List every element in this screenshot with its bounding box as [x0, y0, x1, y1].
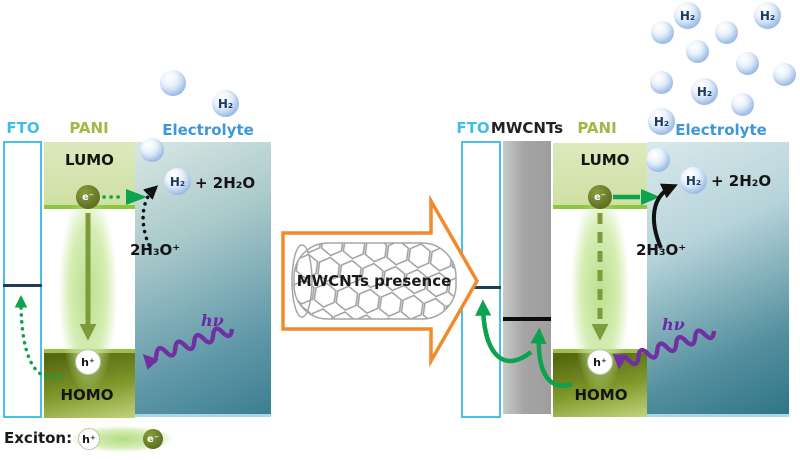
- right-mwcnts-label: MWCNTs: [490, 119, 564, 137]
- left-photon-label: hν: [201, 311, 224, 330]
- h2-bubble: H₂: [212, 90, 239, 117]
- h2-symbol: H₂: [653, 114, 670, 129]
- h2-symbol: H₂: [169, 174, 186, 189]
- bubble: [646, 148, 670, 172]
- h2-symbol: H₂: [696, 84, 713, 99]
- left-fto-electrode: [3, 141, 42, 418]
- right-reactant-text: 2H₃O⁺: [636, 241, 687, 259]
- left-h2-product-bubble: H₂: [164, 168, 191, 195]
- left-hole-particle: h⁺: [75, 349, 101, 375]
- right-fto-electrode: [461, 141, 501, 418]
- right-electrolyte-label: Electrolyte: [675, 121, 767, 139]
- left-lumo-label: LUMO: [65, 151, 114, 169]
- legend-electron-symbol: e⁻: [146, 433, 160, 445]
- right-hole-particle: h⁺: [587, 349, 613, 375]
- right-fto-energy-level: [461, 286, 501, 289]
- left-pani-label: PANI: [69, 119, 109, 137]
- left-homo-label: HOMO: [60, 386, 114, 404]
- bubble: [650, 71, 673, 94]
- right-hole-symbol: h⁺: [593, 355, 607, 369]
- left-electron-particle: e⁻: [76, 185, 100, 209]
- bubble: [731, 93, 754, 116]
- h2-bubble: H₂: [754, 2, 781, 29]
- legend-hole-symbol: h⁺: [82, 432, 96, 446]
- bubble: [160, 70, 186, 96]
- h2-bubble: H₂: [691, 78, 718, 105]
- h2-symbol: H₂: [685, 173, 702, 188]
- h2-bubble: H₂: [648, 108, 675, 135]
- right-lumo-label: LUMO: [580, 151, 630, 169]
- legend-title: Exciton:: [4, 429, 73, 447]
- left-product-text: + 2H₂O: [195, 174, 256, 192]
- transition-arrow-label: MWCNTs presence: [296, 272, 452, 290]
- left-electrolyte-label: Electrolyte: [162, 121, 254, 139]
- left-fto-label: FTO: [6, 119, 40, 137]
- right-mwcnt-energy-level: [503, 317, 551, 321]
- bubble: [715, 21, 738, 44]
- right-h2-product-bubble: H₂: [680, 167, 707, 194]
- h2-symbol: H₂: [217, 96, 234, 111]
- legend-hole-particle: h⁺: [78, 428, 100, 450]
- h2-symbol: H₂: [759, 8, 776, 23]
- right-pani-label: PANI: [577, 119, 617, 137]
- right-electron-particle: e⁻: [588, 185, 612, 209]
- right-electron-symbol: e⁻: [593, 191, 607, 203]
- left-hole-symbol: h⁺: [81, 355, 95, 369]
- right-fto-label: FTO: [456, 119, 490, 137]
- right-mwcnt-layer: [503, 141, 551, 414]
- right-product-text: + 2H₂O: [711, 172, 772, 190]
- bubble: [773, 63, 796, 86]
- bubble: [736, 52, 759, 75]
- bubble: [651, 21, 674, 44]
- h2-symbol: H₂: [679, 8, 696, 23]
- left-electron-symbol: e⁻: [81, 191, 95, 203]
- left-reactant-text: 2H₃O⁺: [130, 241, 181, 259]
- legend-electron-particle: e⁻: [143, 429, 163, 449]
- bubble: [686, 40, 709, 63]
- right-photon-label: hν: [662, 315, 685, 334]
- bubble: [140, 138, 164, 162]
- h2-bubble: H₂: [674, 2, 701, 29]
- right-homo-label: HOMO: [574, 386, 628, 404]
- left-fto-energy-level: [3, 284, 42, 287]
